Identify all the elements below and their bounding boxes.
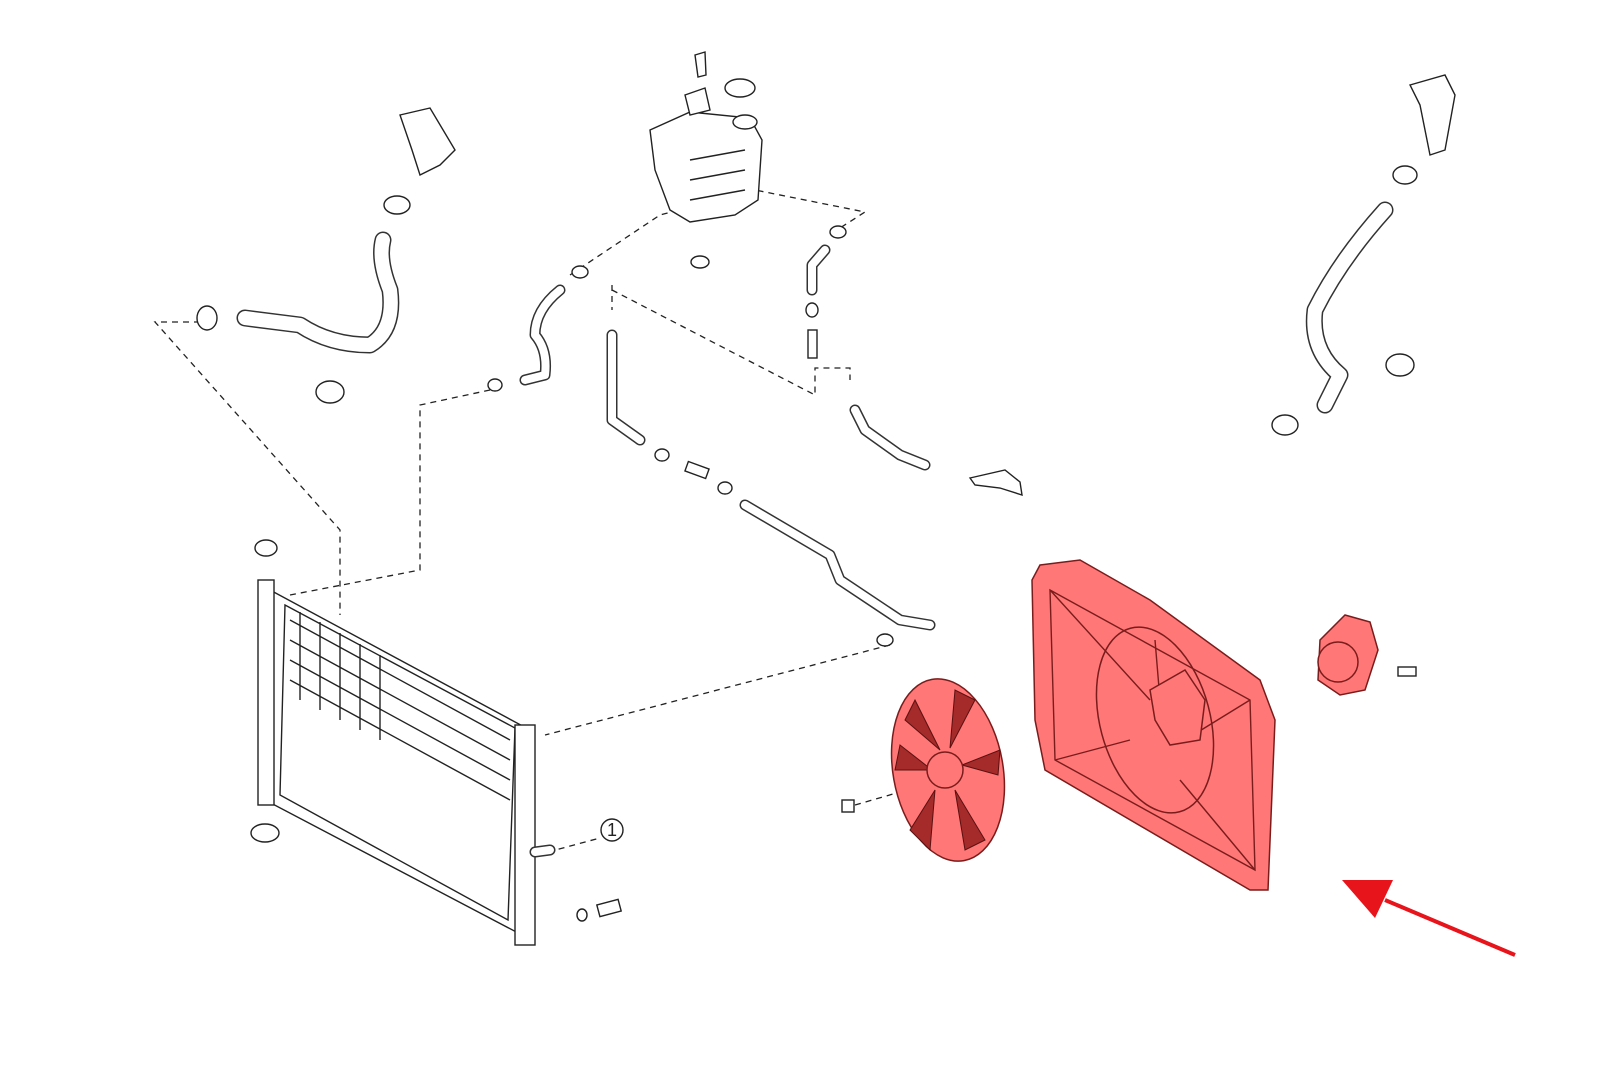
fan-shroud-highlighted[interactable] <box>1031 559 1276 891</box>
callout-1: 1 <box>600 818 624 842</box>
fan-blade-highlighted[interactable] <box>878 670 1018 870</box>
highlight-arrow <box>1342 880 1516 957</box>
heater-hose-right <box>1271 74 1456 436</box>
leader-lines <box>153 189 901 853</box>
reservoir-hoses <box>487 225 1023 647</box>
callout-label: 1 <box>607 820 617 840</box>
coolant-reservoir <box>649 51 763 269</box>
upper-radiator-hose <box>196 107 456 404</box>
radiator <box>250 539 623 946</box>
fan-motor-highlighted[interactable] <box>1317 614 1417 696</box>
fan-bolt <box>841 799 855 813</box>
